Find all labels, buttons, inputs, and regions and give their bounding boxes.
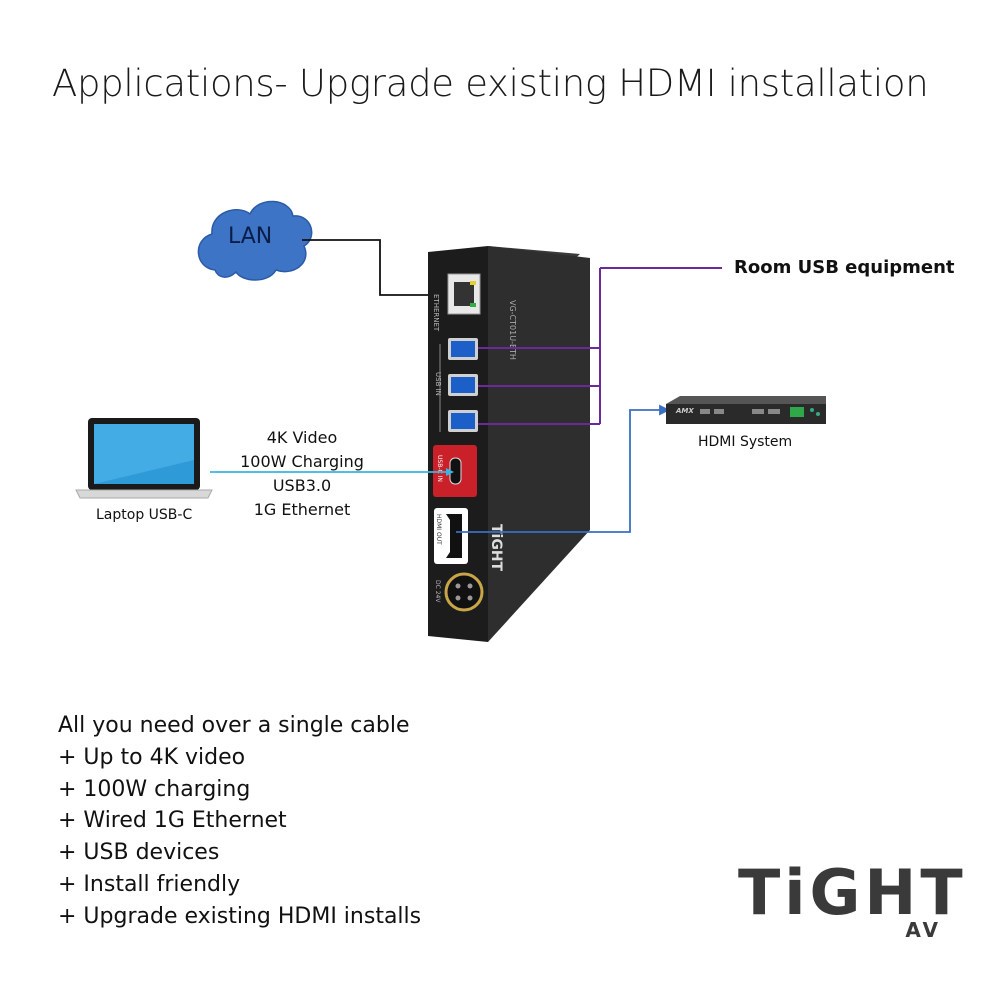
feature-item: 4K Video: [266, 428, 338, 447]
list-item: + 100W charging: [58, 776, 251, 802]
list-item: + Install friendly: [58, 871, 241, 897]
ethernet-cable: [302, 239, 448, 296]
usb-port-3: [448, 410, 478, 432]
brand-logo: TiGHT AV: [738, 862, 963, 943]
laptop-label: Laptop USB-C: [96, 507, 193, 523]
benefits-list: All you need over a single cable + Up to…: [58, 710, 421, 933]
usb-c-port: USB-C IN: [433, 445, 477, 497]
laptop-icon: [75, 418, 213, 499]
usb-port-1: [448, 338, 478, 360]
list-item: + Upgrade existing HDMI installs: [58, 903, 422, 929]
svg-text:USB IN: USB IN: [434, 372, 442, 396]
svg-text:AMX: AMX: [675, 407, 694, 415]
usb-c-cable: [210, 468, 454, 476]
logo-main-text: TiGHT: [738, 856, 967, 929]
feature-item: 100W Charging: [240, 452, 364, 471]
svg-text:TiGHT: TiGHT: [488, 524, 504, 572]
hdmi-line: [456, 404, 671, 533]
logo-sub-text: AV: [905, 918, 941, 942]
list-item: All you need over a single cable: [58, 713, 410, 738]
converter-device: ETHERNET USB IN USB-C IN HDMI OUT: [428, 246, 590, 642]
list-item: + Wired 1G Ethernet: [58, 808, 287, 834]
feature-item: 1G Ethernet: [253, 500, 351, 519]
svg-text:HDMI OUT: HDMI OUT: [435, 514, 442, 545]
hdmi-system-device: AMX: [666, 396, 826, 424]
hdmi-port: HDMI OUT: [434, 508, 468, 564]
feature-item: USB3.0: [272, 476, 332, 495]
usb-lines: [478, 267, 722, 425]
svg-text:VG-CT01U-ETH: VG-CT01U-ETH: [508, 300, 517, 360]
svg-text:USB-C IN: USB-C IN: [436, 455, 443, 482]
ethernet-port: ETHERNET: [432, 273, 481, 332]
list-item: + USB devices: [58, 840, 220, 866]
usb-port-2: [448, 374, 478, 396]
cable-features: 4K Video 100W Charging USB3.0 1G Etherne…: [236, 426, 368, 522]
lan-cloud: [197, 200, 313, 281]
page-title: Applications- Upgrade existing HDMI inst…: [52, 62, 929, 105]
svg-text:ETHERNET: ETHERNET: [432, 294, 440, 332]
list-item: + Up to 4K video: [58, 744, 246, 770]
room-usb-label: Room USB equipment: [734, 257, 955, 278]
dc-power-port: DC 24V: [434, 572, 484, 612]
lan-label: LAN: [228, 224, 273, 249]
svg-text:DC 24V: DC 24V: [434, 580, 441, 603]
hdmi-system-label: HDMI System: [698, 434, 793, 450]
